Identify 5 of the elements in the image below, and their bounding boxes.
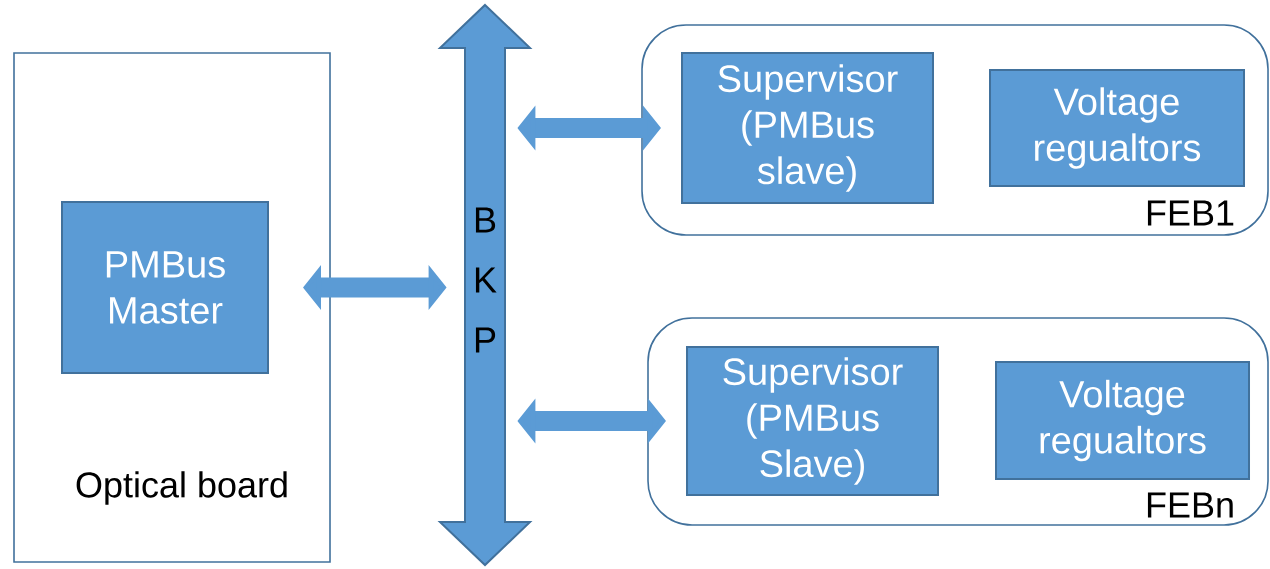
process-box: Supervisor (PMBus slave) (681, 52, 934, 204)
process-box: Voltage regualtors (989, 69, 1245, 187)
process-box: PMBus Master (61, 201, 269, 374)
process-box: Voltage regualtors (995, 361, 1250, 480)
process-box: Supervisor (PMBus Slave) (686, 346, 939, 496)
